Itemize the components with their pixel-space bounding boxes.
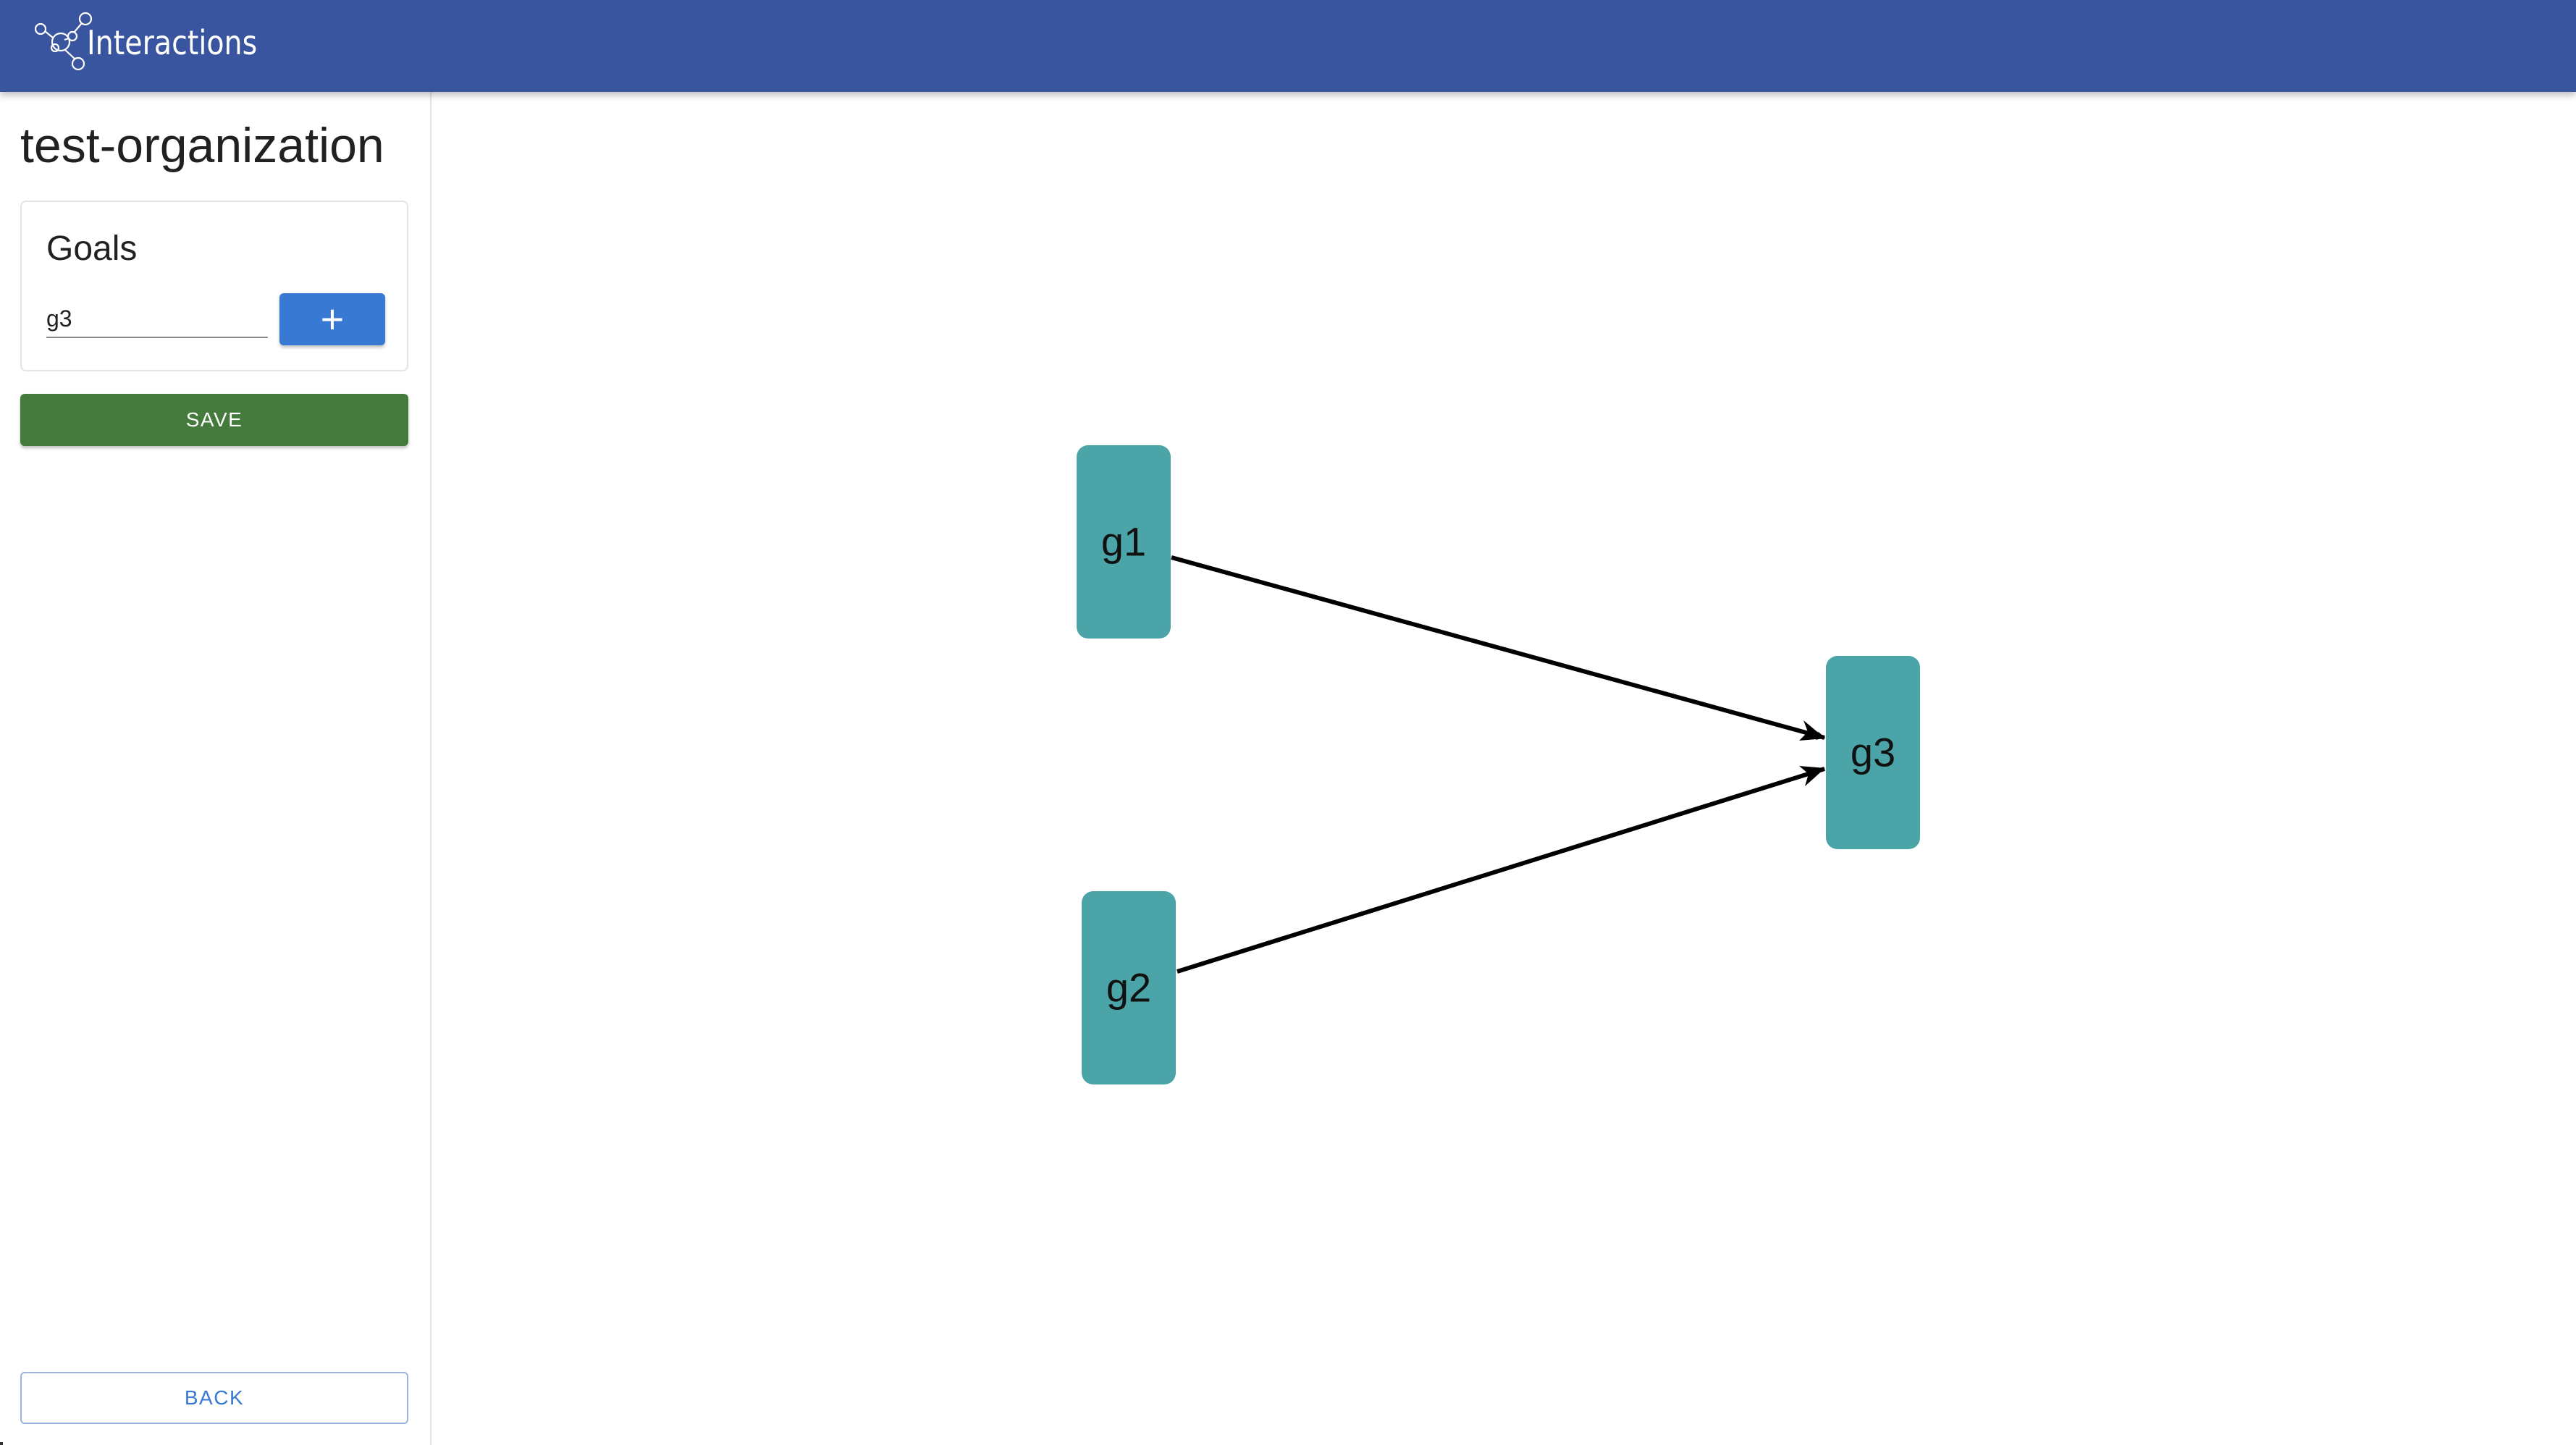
graph-node-g1[interactable]: g1 [1077,445,1171,639]
plus-icon: + [320,296,345,342]
app-title: Interactions [87,23,258,62]
graph-node-g2[interactable]: g2 [1082,891,1176,1084]
graph-node-g3[interactable]: g3 [1826,656,1920,849]
save-button[interactable]: SAVE [20,394,408,446]
molecule-network-icon [34,12,93,71]
edge-g2-to-g3[interactable] [1177,767,1825,974]
node-box [1077,445,1171,639]
goals-card-title: Goals [46,229,138,268]
goals-card: Goals + [20,201,408,371]
window-corner [0,1442,3,1445]
goal-name-input[interactable] [46,300,268,338]
goal-graph-canvas[interactable]: g1 g2 g3 [433,92,2576,1445]
edge-g1-to-g3[interactable] [1171,555,1825,740]
sidebar: test-organization Goals + SAVE BACK [0,92,432,1445]
node-label: g1 [1101,519,1146,565]
node-label: g2 [1106,965,1151,1011]
arrow-head-icon [1799,766,1825,786]
page-title: test-organization [20,118,384,173]
arrow-head-icon [1799,720,1825,741]
back-button[interactable]: BACK [20,1372,408,1424]
node-box [1082,891,1176,1084]
app-bar: Interactions [0,0,2576,92]
add-goal-button[interactable]: + [279,293,385,345]
node-label: g3 [1851,730,1895,775]
node-box [1826,656,1920,849]
